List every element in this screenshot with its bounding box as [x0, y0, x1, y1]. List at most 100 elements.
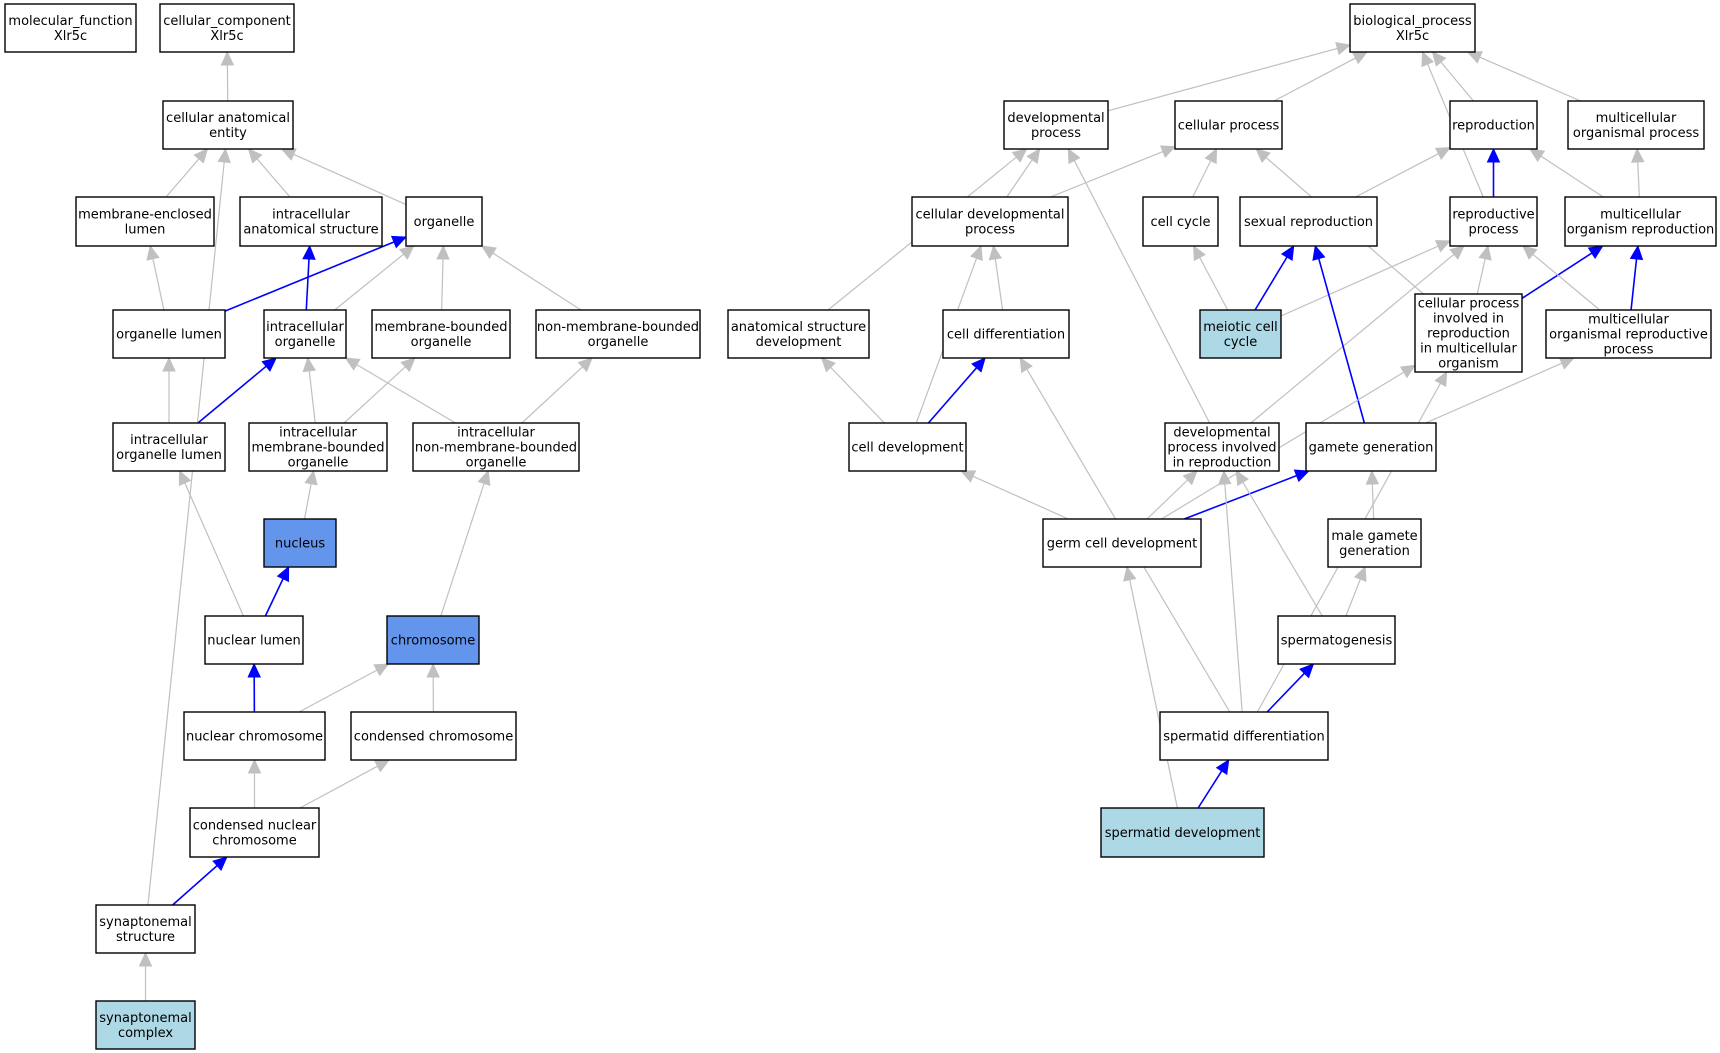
edge-arrowhead: [1630, 147, 1645, 163]
node-label-line: synaptonemal: [99, 1011, 191, 1026]
edge-arrowhead: [1011, 148, 1028, 163]
edge-cellular_process-to-biological_process: [1273, 51, 1369, 102]
edge-arrowhead: [1193, 244, 1206, 262]
node-sexual-reproduction[interactable]: sexual reproduction: [1239, 196, 1378, 247]
node-box: [1545, 309, 1712, 359]
edge-arrowhead: [280, 148, 297, 161]
edge-arrowhead: [220, 50, 235, 66]
node-label-line: spermatid development: [1105, 826, 1261, 841]
edges-layer: [138, 42, 1645, 1001]
node-organelle[interactable]: organelle: [405, 196, 483, 247]
node-condensed-chromosome[interactable]: condensed chromosome: [350, 711, 517, 761]
edge-line: [1006, 159, 1033, 198]
node-label-line: cell development: [851, 441, 963, 456]
edge-germ_cell_development-to-cell_development: [960, 470, 1069, 520]
node-label-line: spermatogenesis: [1281, 634, 1393, 649]
node-cellular-process[interactable]: cellular process: [1174, 100, 1283, 150]
node-label-line: condensed chromosome: [354, 730, 513, 745]
node-box: [1449, 196, 1538, 247]
edge-line: [1630, 258, 1638, 311]
node-box: [848, 422, 967, 472]
node-label-line: membrane-bounded: [251, 441, 384, 456]
node-nucleus[interactable]: nucleus: [263, 518, 337, 568]
node-label-line: synaptonemal: [99, 915, 191, 930]
edge-line: [1197, 770, 1223, 809]
node-spermatid-development[interactable]: spermatid development: [1100, 807, 1265, 858]
node-label-line: multicellular: [1600, 208, 1681, 223]
node-label-line: Xlr5c: [1396, 29, 1429, 44]
node-box: [1003, 100, 1109, 150]
edge-line: [303, 483, 312, 520]
node-box: [727, 309, 870, 359]
node-nuclear-chromosome[interactable]: nuclear chromosome: [183, 711, 326, 761]
edge-arrowhead: [1215, 758, 1230, 776]
edge-arrowhead: [1558, 357, 1575, 370]
node-box: [1164, 422, 1280, 472]
node-germ-cell-development[interactable]: germ cell development: [1042, 518, 1202, 568]
node-label-line: reproduction: [1452, 119, 1535, 134]
node-box: [75, 196, 215, 247]
edge-line: [298, 669, 378, 713]
node-intracellular-non-membrane-bounded-organelle[interactable]: intracellularnon-membrane-boundedorganel…: [412, 422, 580, 472]
node-spermatogenesis[interactable]: spermatogenesis: [1277, 615, 1396, 665]
node-label-line: cellular process: [1418, 297, 1520, 312]
node-reproduction[interactable]: reproduction: [1449, 100, 1538, 150]
node-chromosome[interactable]: chromosome: [386, 615, 480, 665]
node-label-line: intracellular: [272, 208, 350, 223]
node-box: [1042, 518, 1202, 568]
node-gamete-generation[interactable]: gamete generation: [1305, 422, 1437, 472]
node-label-line: generation: [1339, 544, 1410, 559]
node-cell-differentiation[interactable]: cell differentiation: [942, 309, 1070, 359]
node-label-line: organelle: [288, 456, 349, 471]
edge-arrowhead: [1280, 244, 1295, 262]
node-label-line: multicellular: [1596, 111, 1677, 126]
node-organelle-lumen[interactable]: organelle lumen: [112, 309, 226, 359]
edge-arrowhead: [178, 469, 192, 487]
node-box: [1449, 100, 1538, 150]
edge-nucleus-to-intracellular_membrane_bounded_organelle: [303, 469, 318, 520]
edge-line: [197, 365, 267, 424]
node-nuclear-lumen[interactable]: nuclear lumen: [204, 615, 304, 665]
node-label-line: cellular anatomical: [166, 111, 290, 126]
node-spermatid-differentiation[interactable]: spermatid differentiation: [1159, 711, 1329, 761]
node-cell-development[interactable]: cell development: [848, 422, 967, 472]
node-box: [1327, 518, 1422, 568]
edge-line: [184, 482, 244, 617]
edge-developmental_process-to-biological_process: [1107, 42, 1352, 112]
node-cell-cycle[interactable]: cell cycle: [1142, 196, 1219, 247]
edge-line: [264, 578, 284, 617]
node-label-line: process involved: [1167, 441, 1276, 456]
edge-arrowhead: [577, 357, 593, 373]
node-label-line: developmental: [1007, 111, 1104, 126]
node-label-line: cell cycle: [1150, 215, 1210, 230]
edge-arrowhead: [247, 148, 263, 164]
node-box: [911, 196, 1069, 247]
node-label-line: in multicellular: [1420, 342, 1517, 357]
node-label-line: biological_process: [1353, 14, 1472, 29]
